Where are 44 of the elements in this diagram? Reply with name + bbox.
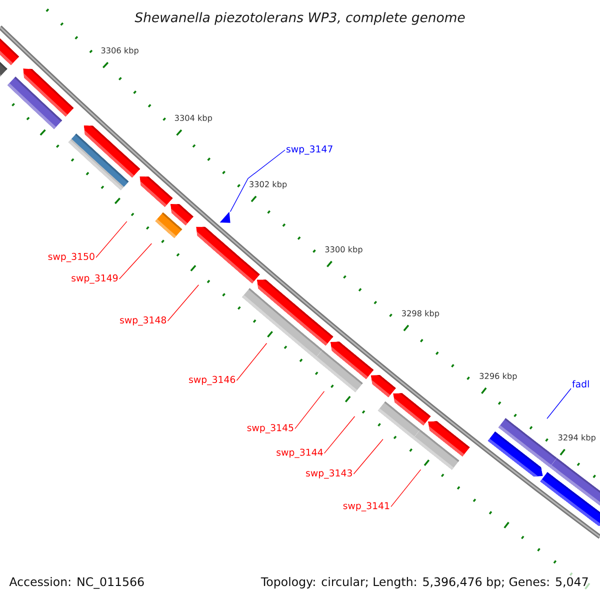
gene-label: swp_3144 — [276, 448, 323, 458]
gene-block — [428, 421, 470, 457]
gene-block — [196, 226, 260, 284]
leader-line — [230, 150, 286, 212]
gene-label: swp_3145 — [247, 424, 294, 434]
scale-label: 3302 kbp — [250, 181, 287, 189]
scale-label: 3300 kbp — [325, 246, 362, 254]
gene-label: swp_3150 — [48, 252, 94, 262]
gene-block — [140, 176, 173, 208]
gene-label: swp_3146 — [189, 376, 236, 386]
footer-text: Topology: circular; Length: 5,396,476 bp; Genes: 5,047 — [260, 577, 588, 588]
scale-label: 3306 kbp — [101, 47, 138, 55]
gene-block — [170, 204, 194, 226]
scale-label: 3296 kbp — [480, 372, 517, 381]
gene-block — [84, 125, 140, 178]
footer-text: Accession: NC_011566 — [9, 577, 144, 589]
gene-block — [370, 375, 396, 398]
leader-line — [167, 284, 199, 322]
gene-block — [540, 472, 600, 526]
gene-block — [330, 342, 374, 380]
leader-line — [390, 469, 422, 508]
leader-line — [118, 243, 152, 280]
leader-line — [294, 390, 325, 430]
gene-label: fadl — [572, 380, 589, 388]
leader-line — [236, 342, 268, 381]
scale-label: 3298 kbp — [402, 310, 440, 318]
scale-label: 3304 kbp — [174, 114, 212, 122]
leader-line — [96, 221, 128, 258]
title: Shewanella piezotolerans WP3, complete genome — [134, 12, 465, 25]
scale-label: 3294 kbp — [558, 434, 596, 442]
gene-label: swp_3149 — [72, 274, 118, 284]
leader-line — [546, 388, 572, 419]
gene-label: swp_3147 — [286, 145, 332, 155]
gene-block — [0, 38, 20, 66]
leader-line — [353, 438, 384, 474]
gene-label: swp_3148 — [120, 316, 166, 326]
gene-block — [392, 393, 431, 426]
gene-label: swp_3143 — [306, 469, 352, 479]
leader-line — [324, 416, 356, 454]
gene-block — [256, 280, 334, 346]
gene-label: swp_3141 — [343, 502, 390, 512]
triangle-marker — [220, 212, 230, 223]
gene-block — [23, 68, 74, 117]
gene-block — [488, 431, 543, 477]
